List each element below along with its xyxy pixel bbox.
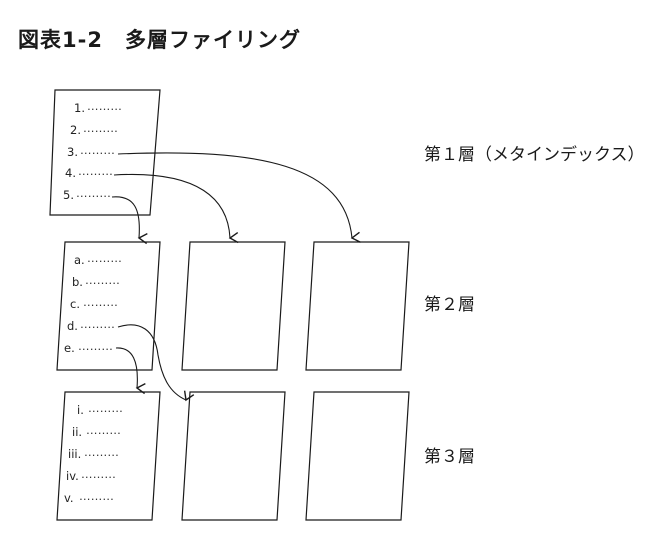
entry-e-dots: ……… [78, 339, 113, 353]
entry-d-dots: ……… [80, 317, 115, 331]
entry-v-dots: ……… [79, 489, 114, 503]
entry-iv-dots: ……… [81, 467, 116, 481]
entry-e: e. [64, 341, 75, 355]
layer1-index-card [49, 89, 161, 216]
entry-ii-dots: ……… [86, 423, 121, 437]
arrow-entry-3-to-card-3 [117, 152, 361, 243]
entry-c: c. [70, 297, 80, 311]
entry-a: a. [74, 253, 85, 267]
entry-iii-dots: ……… [84, 445, 119, 459]
layer-2-label: 第２層 [424, 295, 475, 315]
entry-iv: iv. [66, 469, 79, 483]
arrow-entry-4-to-card-2 [113, 173, 239, 244]
arrow-entry-5-to-index-2 [111, 196, 148, 245]
entry-i-dots: ……… [88, 401, 123, 415]
entry-5: 5. [63, 188, 74, 202]
layer-1-label: 第１層（メタインデックス） [424, 145, 645, 165]
layer3-entries: i. ……… ii. ……… iii. ……… iv. ……… v. ……… [64, 401, 123, 505]
layer3-index-card [56, 391, 161, 521]
layer1-entries: 1. ……… 2. ……… 3. ……… 4. ……… 5. ……… [63, 99, 122, 202]
entry-b-dots: ……… [85, 273, 120, 287]
entry-4: 4. [65, 166, 76, 180]
layer3-card-3 [305, 391, 410, 521]
entry-2-dots: ……… [83, 121, 118, 135]
entry-b: b. [72, 275, 83, 289]
entry-d: d. [67, 319, 78, 333]
entry-2: 2. [70, 123, 81, 137]
entry-iii: iii. [68, 447, 81, 461]
layer3-card-2 [181, 391, 286, 521]
entry-c-dots: ……… [83, 295, 118, 309]
entry-1-dots: ……… [87, 99, 122, 113]
entry-1: 1. [74, 101, 85, 115]
entry-ii: ii. [72, 425, 82, 439]
entry-a-dots: ……… [87, 251, 122, 265]
layer2-entries: a. ……… b. ……… c. ……… d. ……… e. ……… [64, 251, 122, 355]
layer2-card-2 [181, 241, 286, 371]
layer2-card-3 [305, 241, 410, 371]
entry-3-dots: ……… [80, 143, 115, 157]
layer-3-label: 第３層 [424, 447, 475, 467]
layer2-index-card [56, 241, 161, 371]
entry-i: i. [77, 403, 84, 417]
figure-title: 図表1-2 多層ファイリング [18, 28, 301, 52]
entry-5-dots: ……… [76, 186, 111, 200]
entry-3: 3. [67, 145, 78, 159]
arrow-entry-e-to-index-3 [115, 347, 146, 395]
entry-4-dots: ……… [78, 164, 113, 178]
arrow-entry-d-to-card-3-2 [117, 324, 195, 402]
entry-v: v. [64, 491, 74, 505]
